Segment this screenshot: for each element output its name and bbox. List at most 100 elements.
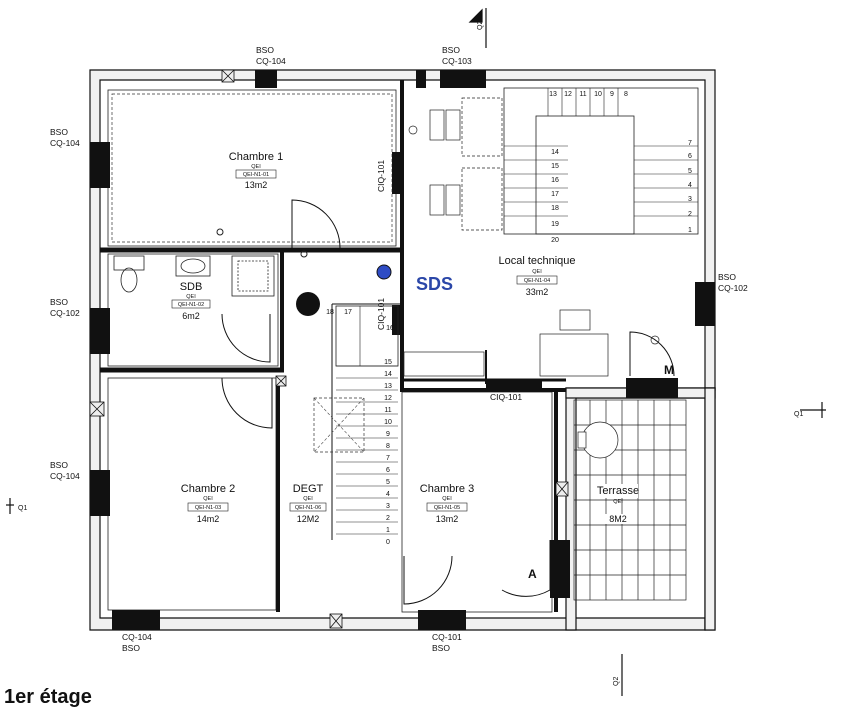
room-terrasse: Terrasse QEI 8M2 — [597, 484, 639, 524]
room-code: QEI — [251, 164, 261, 170]
room-name: Chambre 3 — [420, 483, 474, 495]
window-blocks — [90, 70, 715, 630]
stair-step-label: 12 — [564, 91, 572, 98]
section-label: Q1 — [18, 505, 27, 512]
room-area: 6m2 — [182, 311, 200, 321]
stair-step-label: 17 — [551, 191, 559, 198]
stair-step-label: 1 — [688, 227, 692, 234]
stair-step-label: 11 — [384, 407, 391, 414]
room-ref: QEI-N1-04 — [524, 278, 550, 284]
stair-step-label: 18 — [551, 205, 559, 212]
sds-label: SDS — [416, 274, 453, 294]
window-label: CQ-102 — [50, 308, 80, 318]
room-name: Chambre 1 — [229, 151, 283, 163]
window-label: BSO — [442, 45, 460, 55]
stair-step-label: 4 — [688, 182, 692, 189]
stair-step-label: 1 — [386, 527, 390, 534]
stair-step-label: 15 — [551, 163, 559, 170]
door-label: CIQ-101 — [376, 298, 386, 330]
stair-step-label: 6 — [688, 153, 692, 160]
window-label: CQ-104 — [256, 56, 286, 66]
window-label: BSO — [122, 643, 140, 653]
window-label: CQ-103 — [442, 56, 472, 66]
window-label: BSO — [50, 460, 68, 470]
room-area: 14m2 — [197, 514, 220, 524]
stair-step-label: 7 — [386, 455, 390, 462]
room-area: 13m2 — [436, 514, 459, 524]
outlet-marker — [300, 250, 308, 258]
stair-step-label: 2 — [688, 211, 692, 218]
furniture-local — [403, 97, 660, 377]
stair-step-label: 7 — [688, 140, 692, 147]
stair-step-label: 5 — [386, 479, 390, 486]
stair-step-label: 9 — [386, 431, 390, 438]
stair-step-label: 15 — [384, 359, 392, 366]
room-code: QEI — [442, 496, 452, 502]
room-chambre1: Chambre 1 QEI QEI-N1-01 13m2 — [229, 151, 283, 190]
window-label: CQ-104 — [50, 471, 80, 481]
stair-step-label: 20 — [551, 237, 559, 244]
stair-step-label: 8 — [386, 443, 390, 450]
doors — [221, 199, 675, 605]
stair-step-label: 3 — [386, 503, 390, 510]
room-code: QEI — [613, 499, 623, 505]
window-label: BSO — [432, 643, 450, 653]
section-label: Q2 — [477, 21, 484, 30]
stair-step-label: 19 — [551, 221, 559, 228]
door-label: CIQ-101 — [376, 160, 386, 192]
window-labels: BSO CQ-104 BSO CQ-103 BSO CQ-104 BSO CQ-… — [50, 45, 748, 653]
stair-step-label: 5 — [688, 168, 692, 175]
bathroom-fixtures — [113, 255, 275, 297]
stair-step-label: 14 — [551, 149, 559, 156]
room-name: Terrasse — [597, 485, 639, 497]
room-area: 33m2 — [526, 287, 549, 297]
room-ref: QEI-N1-01 — [243, 172, 269, 178]
column-marker — [296, 292, 320, 316]
stair-step-label: 2 — [386, 515, 390, 522]
wall-crosses — [89, 69, 569, 629]
stair-step-label: 3 — [688, 196, 692, 203]
room-code: QEI — [303, 496, 313, 502]
window-label: BSO — [50, 127, 68, 137]
floor-title: 1er étage — [4, 686, 92, 708]
room-local: Local technique QEI QEI-N1-04 33m2 — [498, 255, 575, 297]
stair-step-label: 10 — [594, 91, 602, 98]
stair-step-label: 11 — [579, 91, 586, 98]
room-area: 12M2 — [297, 514, 320, 524]
stairs-right: 13 12 11 10 9 8 7 6 5 4 3 2 1 14 15 16 1… — [503, 87, 699, 244]
room-code: QEI — [532, 269, 542, 275]
stair-step-label: 17 — [344, 309, 352, 316]
stair-step-label: 4 — [386, 491, 390, 498]
room-ref: QEI-N1-02 — [178, 302, 204, 308]
room-sdb: SDB QEI QEI-N1-02 6m2 — [171, 281, 211, 321]
section-marks — [6, 8, 826, 696]
stair-step-label: 16 — [386, 325, 394, 332]
room-name: Chambre 2 — [181, 483, 235, 495]
window-label: BSO — [256, 45, 274, 55]
stair-step-label: 13 — [384, 383, 392, 390]
stair-step-label: 0 — [386, 539, 390, 546]
marker-a: A — [528, 567, 537, 581]
room-name: Local technique — [498, 255, 575, 267]
room-name: DEGT — [293, 483, 324, 495]
stair-step-label: 13 — [549, 91, 557, 98]
room-code: QEI — [186, 294, 196, 300]
stair-step-label: 8 — [624, 91, 628, 98]
room-chambre2: Chambre 2 QEI QEI-N1-03 14m2 — [181, 483, 235, 524]
window-label: BSO — [718, 272, 736, 282]
room-degt: DEGT QEI QEI-N1-06 12M2 — [289, 483, 327, 524]
stair-step-label: 10 — [384, 419, 392, 426]
room-ref: QEI-N1-05 — [434, 505, 460, 511]
room-ref: QEI-N1-03 — [195, 505, 221, 511]
interior-walls — [100, 80, 566, 613]
room-area: 13m2 — [245, 180, 268, 190]
stair-step-label: 14 — [384, 371, 392, 378]
stair-step-label: 16 — [551, 177, 559, 184]
room-name: SDB — [180, 281, 203, 293]
stair-step-label: 18 — [326, 309, 334, 316]
room-area: 8M2 — [609, 514, 627, 524]
door-label: CIQ-101 — [490, 392, 522, 402]
section-label: Q2 — [613, 677, 620, 686]
room-chambre3: Chambre 3 QEI QEI-N1-05 13m2 — [420, 483, 474, 524]
